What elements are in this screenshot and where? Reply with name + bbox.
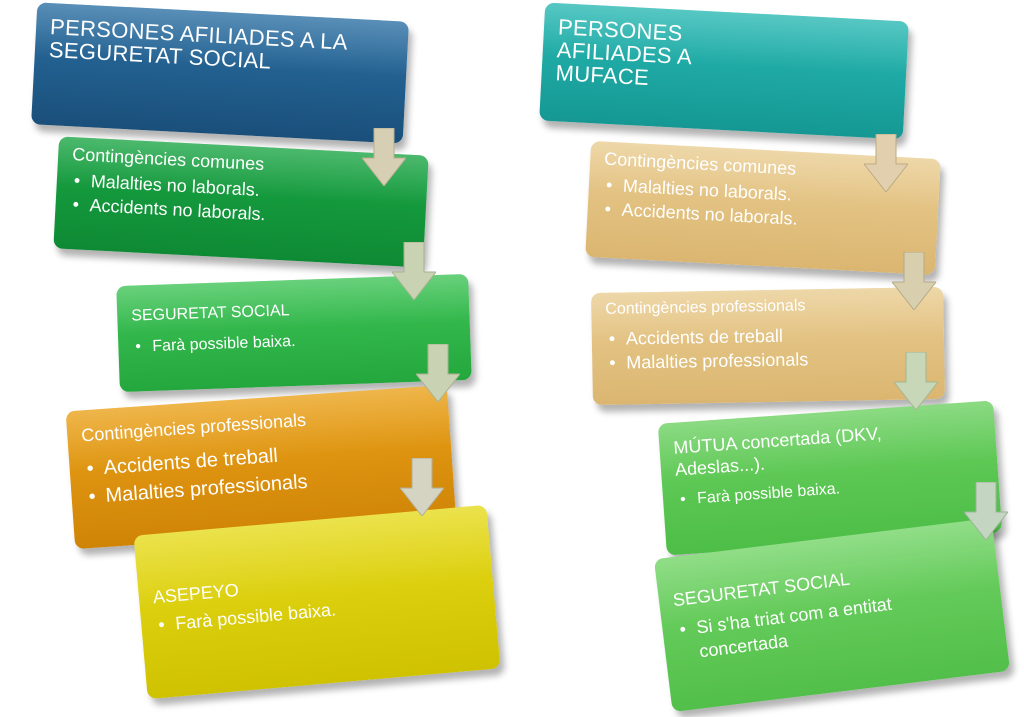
right-column: PERSONES AFILIADES A MUFACE Contingèncie…: [512, 0, 1024, 717]
professional-title: Contingències professionals: [605, 297, 806, 318]
down-arrow-icon: [894, 352, 938, 410]
down-arrow-icon: [964, 482, 1008, 540]
down-arrow-icon: [864, 134, 908, 192]
left-column: PERSONES AFILIADES A LA SEGURETAT SOCIAL…: [0, 0, 512, 717]
mutua-title: MÚTUA concertada (DKV, Adeslas...).: [672, 423, 883, 480]
ss-title: SEGURETAT SOCIAL: [131, 302, 290, 325]
down-arrow-icon: [416, 344, 460, 402]
header-muface: PERSONES AFILIADES A MUFACE: [539, 2, 909, 140]
down-arrow-icon: [362, 128, 406, 186]
list-item: Malalties professionals: [606, 345, 930, 375]
header-title: PERSONES AFILIADES A MUFACE: [555, 14, 692, 91]
down-arrow-icon: [400, 458, 444, 516]
asepeyo-box: ASEPEYO Farà possible baixa.: [133, 504, 501, 700]
down-arrow-icon: [892, 252, 936, 310]
list-item: Farà possible baixa.: [132, 324, 457, 359]
down-arrow-icon: [392, 242, 436, 300]
header-seguretat-social: PERSONES AFILIADES A LA SEGURETAT SOCIAL: [31, 2, 409, 144]
header-title: PERSONES AFILIADES A LA SEGURETAT SOCIAL: [48, 14, 348, 74]
